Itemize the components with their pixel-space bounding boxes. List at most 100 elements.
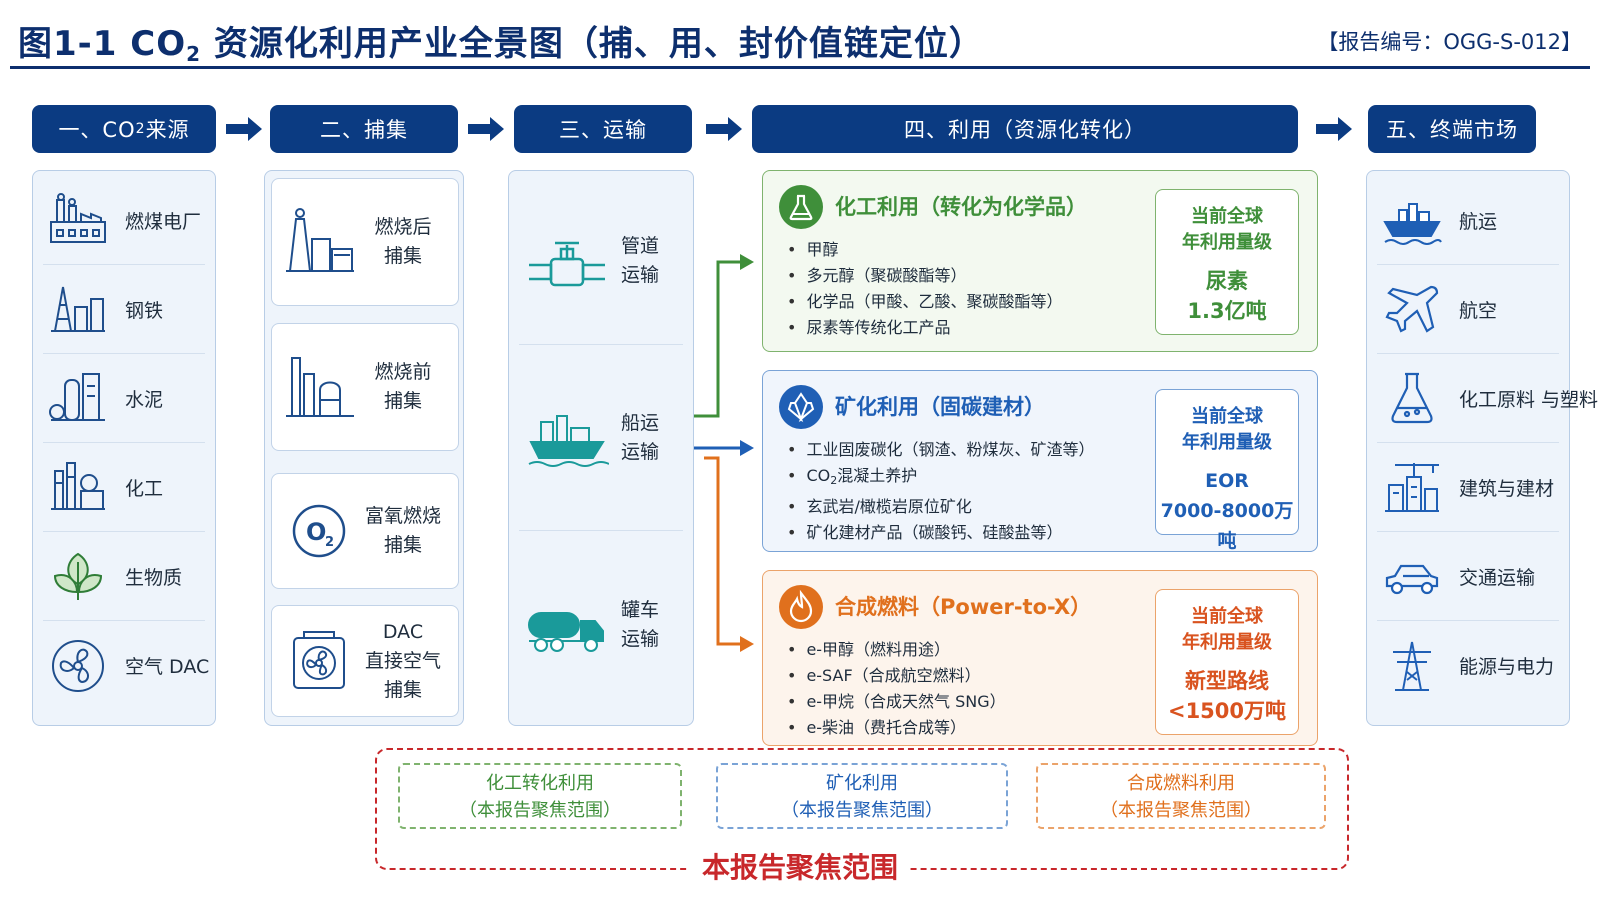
flow-arrow-icon xyxy=(226,117,262,141)
list-item: e-甲醇（燃料用途） xyxy=(787,637,1006,663)
list-item: e-柴油（费托合成等） xyxy=(787,715,1006,741)
scale-title: 当前全球 年利用量级 xyxy=(1182,406,1272,453)
arrowhead-icon xyxy=(740,636,754,652)
o2-icon: O2 xyxy=(292,504,346,558)
focus-pill-mineral: 矿化利用 （本报告聚焦范围） xyxy=(716,763,1008,829)
market-label: 化工原料 与塑料 xyxy=(1459,388,1599,411)
list-item: 矿化建材产品（碳酸钙、硅酸盐等） xyxy=(787,520,1094,546)
source-item: 燃煤电厂 xyxy=(43,176,205,265)
transport-item: 船运 运输 xyxy=(519,345,683,531)
arrowhead-icon xyxy=(740,440,754,456)
flame-icon xyxy=(779,585,823,629)
power-plant-icon xyxy=(50,193,106,243)
market-item: 能源与电力 xyxy=(1377,621,1559,710)
header-utilization: 四、利用（资源化转化） xyxy=(752,105,1298,153)
pre-combustion-icon xyxy=(286,357,354,417)
flow-arrow-icon xyxy=(706,117,742,141)
title-divider xyxy=(10,66,1590,69)
source-item: 水泥 xyxy=(43,354,205,443)
transport-panel: 管道 运输 船运 运输 罐车 运输 xyxy=(508,170,694,726)
list-item: 尿素等传统化工产品 xyxy=(787,315,1062,341)
crystal-icon xyxy=(779,385,823,429)
mineral-utilization-box: 矿化利用（固碳建材） 工业固废碳化（钢渣、粉煤灰、矿渣等） CO2混凝土养护 玄… xyxy=(762,370,1318,552)
arrowhead-icon xyxy=(740,254,754,270)
market-item: 航运 xyxy=(1377,176,1559,265)
airplane-icon xyxy=(1385,285,1439,333)
scale-title: 当前全球 年利用量级 xyxy=(1182,206,1272,253)
report-number: 【报告编号：OGG-S-012】 xyxy=(1317,30,1582,54)
car-icon xyxy=(1385,564,1439,595)
fan-icon xyxy=(52,639,104,692)
header-capture: 二、捕集 xyxy=(270,105,458,153)
market-item: 建筑与建材 xyxy=(1377,443,1559,532)
scale-title: 当前全球 年利用量级 xyxy=(1182,606,1272,653)
utilization-connectors xyxy=(694,254,754,652)
transport-label: 船运 运输 xyxy=(621,411,660,463)
market-label: 能源与电力 xyxy=(1459,656,1555,678)
svg-text:2: 2 xyxy=(325,535,334,550)
list-item: CO2混凝土养护 xyxy=(787,463,1094,494)
svg-text:O: O xyxy=(306,518,326,546)
dac-fan-icon xyxy=(293,631,345,689)
chemical-list: 甲醇 多元醇（聚碳酸酯等） 化学品（甲酸、乙酸、聚碳酸酯等） 尿素等传统化工产品 xyxy=(787,237,1062,341)
source-item: 钢铁 xyxy=(43,265,205,354)
market-item: 航空 xyxy=(1377,265,1559,354)
source-label: 燃煤电厂 xyxy=(125,210,202,233)
capture-card: 燃烧前 捕集 xyxy=(271,323,459,451)
scale-value: 新型路线 <1500万吨 xyxy=(1167,669,1287,723)
power-tower-icon xyxy=(1393,641,1431,691)
chemical-utilization-box: 化工利用（转化为化学品） 甲醇 多元醇（聚碳酸酯等） 化学品（甲酸、乙酸、聚碳酸… xyxy=(762,170,1318,352)
capture-card: 燃烧后 捕集 xyxy=(271,178,459,306)
header-transport: 三、运输 xyxy=(514,105,692,153)
leaf-icon xyxy=(53,552,103,600)
list-item: e-甲烷（合成天然气 SNG） xyxy=(787,689,1005,715)
cargo-ship-icon xyxy=(1383,203,1442,245)
focus-scope-label: 本报告聚焦范围 xyxy=(0,846,1600,886)
building-crane-icon xyxy=(1385,463,1439,512)
mineral-list: 工业固废碳化（钢渣、粉煤灰、矿渣等） CO2混凝土养护 玄武岩/橄榄岩原位矿化 … xyxy=(787,437,1094,546)
source-item: 生物质 xyxy=(43,532,205,621)
list-item: 工业固废碳化（钢渣、粉煤灰、矿渣等） xyxy=(787,437,1094,463)
list-item: 化学品（甲酸、乙酸、聚碳酸酯等） xyxy=(787,289,1062,315)
focus-pill-chemical: 化工转化利用 （本报告聚焦范围） xyxy=(398,763,682,829)
list-item: 多元醇（聚碳酸酯等） xyxy=(787,263,1062,289)
market-label: 建筑与建材 xyxy=(1459,477,1555,500)
fuel-scale-card: 当前全球 年利用量级 新型路线 <1500万吨 xyxy=(1155,589,1299,735)
chemical-title: 化工利用（转化为化学品） xyxy=(835,195,1087,219)
capture-label: 燃烧前 捕集 xyxy=(374,361,432,412)
focus-pill-fuel: 合成燃料利用 （本报告聚焦范围） xyxy=(1036,763,1326,829)
flask-icon xyxy=(779,185,823,229)
source-label: 水泥 xyxy=(125,388,164,411)
page-title: 图1-1 CO2 资源化利用产业全景图（捕、用、封价值链定位） xyxy=(18,24,984,66)
scale-value: EOR 7000-8000万吨 xyxy=(1160,470,1294,552)
flow-arrow-icon xyxy=(1316,117,1352,141)
tanker-truck-icon xyxy=(528,612,604,652)
list-item: e-SAF（合成航空燃料） xyxy=(787,663,1006,689)
chemical-scale-card: 当前全球 年利用量级 尿素 1.3亿吨 xyxy=(1155,189,1299,335)
market-label: 航运 xyxy=(1459,210,1498,233)
source-label: 空气 DAC xyxy=(125,656,210,678)
transport-item: 罐车 运输 xyxy=(519,531,683,719)
source-item: 化工 xyxy=(43,443,205,532)
capture-card: DAC 直接空气捕集 xyxy=(271,605,459,717)
connector-chemical xyxy=(694,260,744,418)
fuel-utilization-box: 合成燃料（Power-to-X） e-甲醇（燃料用途） e-SAF（合成航空燃料… xyxy=(762,570,1318,746)
capture-label: DAC 直接空气捕集 xyxy=(364,620,441,701)
transport-label: 罐车 运输 xyxy=(621,599,660,650)
source-label: 生物质 xyxy=(125,566,183,589)
source-label: 化工 xyxy=(125,477,164,500)
pipeline-icon xyxy=(529,241,605,286)
market-label: 航空 xyxy=(1459,299,1498,322)
ship-icon xyxy=(528,414,609,467)
steel-mill-icon xyxy=(51,286,105,332)
mineral-title: 矿化利用（固碳建材） xyxy=(835,395,1045,419)
market-label: 交通运输 xyxy=(1459,566,1536,589)
list-item: 甲醇 xyxy=(787,237,1062,263)
mineral-scale-card: 当前全球 年利用量级 EOR 7000-8000万吨 xyxy=(1155,389,1299,552)
market-item: 化工原料 与塑料 xyxy=(1377,354,1598,443)
header-markets: 五、终端市场 xyxy=(1368,105,1536,153)
capture-label: 燃烧后 捕集 xyxy=(374,216,432,267)
